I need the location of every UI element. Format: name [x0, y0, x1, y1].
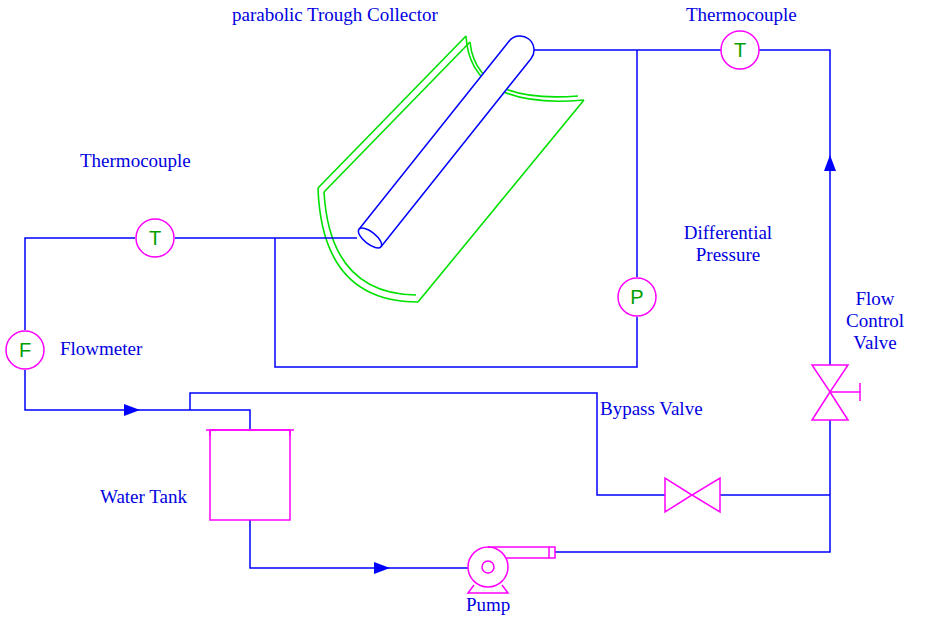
- sensor-circle: P: [617, 277, 657, 317]
- sensor-outline: [618, 278, 656, 316]
- pipe: [275, 238, 637, 367]
- flow-arrow: [824, 155, 836, 171]
- part-label: Bypass Valve: [600, 398, 703, 420]
- part-label: Thermocouple: [80, 150, 191, 172]
- sensor-outline: [136, 219, 174, 257]
- pipe: [25, 370, 250, 430]
- sensor-circle: T: [720, 30, 760, 70]
- pump-symbol: [482, 561, 494, 573]
- flow-arrow: [374, 562, 390, 574]
- water-tank: [206, 430, 294, 520]
- pump-symbol: [548, 547, 550, 558]
- pipe: [759, 50, 830, 365]
- pipe: [25, 50, 830, 568]
- receiver-tube: [359, 36, 534, 247]
- flow-control-valve: [812, 392, 848, 420]
- part-label: Water Tank: [100, 486, 187, 508]
- pump-symbol: [468, 585, 508, 593]
- flow-control-valve: [830, 383, 860, 401]
- pump-symbol: [488, 547, 555, 558]
- flow-control-valve: [812, 365, 860, 420]
- flow-control-valve: [812, 365, 848, 392]
- pipe: [636, 50, 638, 277]
- sensor-letter: P: [630, 286, 643, 308]
- sensor-outline: [721, 31, 759, 69]
- trough-collector: [318, 36, 584, 302]
- pipe: [720, 494, 830, 496]
- sensor-outline: [6, 331, 44, 369]
- bypass-valve: [692, 478, 720, 512]
- pipe: [190, 393, 665, 495]
- pipe: [250, 520, 468, 568]
- part-label: Pump: [466, 594, 510, 616]
- part-label: Flowmeter: [60, 338, 142, 360]
- part-label: Thermocouple: [686, 4, 797, 26]
- flow-arrow: [124, 155, 836, 574]
- pipe-connector: [25, 238, 135, 330]
- bypass-valve: [665, 478, 720, 512]
- pump-symbol: [468, 547, 555, 593]
- part-label: Differential Pressure: [668, 222, 788, 266]
- pipe: [175, 237, 357, 239]
- receiver-tube: [355, 36, 534, 251]
- flow-arrow: [124, 404, 140, 416]
- receiver-tube: [355, 225, 384, 252]
- sensor-letter: T: [149, 227, 161, 249]
- part-label: parabolic Trough Collector: [232, 4, 438, 26]
- sensor-circle: F: [5, 330, 45, 370]
- part-label: Flow Control Valve: [840, 288, 910, 354]
- sensor-circle: T: [135, 218, 175, 258]
- sensor-letter: F: [19, 339, 31, 361]
- pump-symbol: [468, 547, 508, 587]
- water-tank: [210, 430, 290, 520]
- bypass-valve: [665, 478, 692, 512]
- water-tank: [206, 430, 294, 436]
- sensor-letter: T: [734, 39, 746, 61]
- pipe: [531, 49, 721, 51]
